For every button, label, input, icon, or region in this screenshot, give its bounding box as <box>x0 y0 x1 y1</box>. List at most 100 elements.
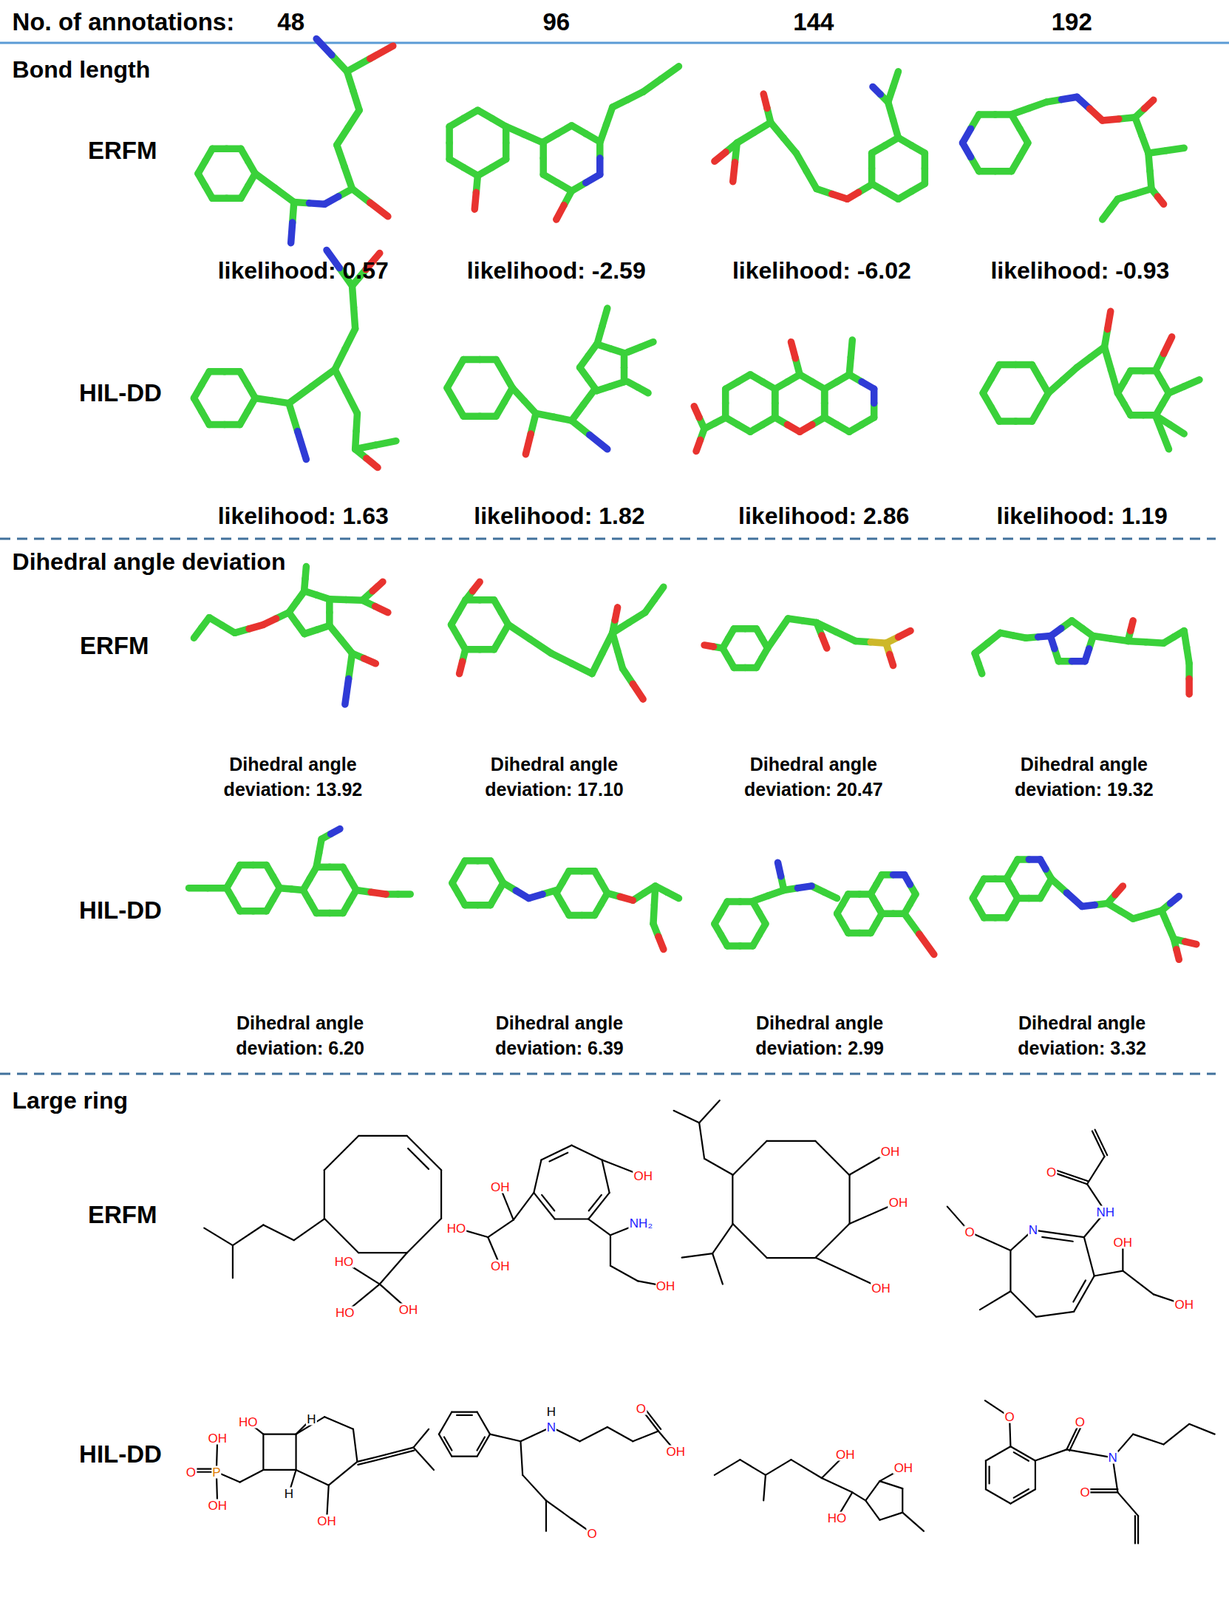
annotation-count: 192 <box>1051 8 1093 37</box>
atom-label: OH <box>206 1499 228 1513</box>
skeletal-bond <box>438 1434 452 1457</box>
stick-bond <box>474 192 476 210</box>
stick-bond <box>658 936 664 949</box>
likelihood-value: likelihood: 1.63 <box>218 501 389 530</box>
deviation-value: Dihedral angle deviation: 20.47 <box>717 753 910 804</box>
skeletal-bond <box>1087 1156 1105 1184</box>
skeletal-bond <box>357 1457 387 1465</box>
stick-bond <box>797 886 812 889</box>
stick-bond <box>637 387 649 394</box>
deviation-value: Dihedral angle deviation: 19.32 <box>988 753 1181 804</box>
stick-bond <box>733 162 736 182</box>
stick-bond <box>1166 147 1184 151</box>
stick-bond <box>777 862 781 877</box>
stick-bond <box>821 635 827 649</box>
skeletal-bond <box>767 1140 816 1142</box>
stick-bond <box>1176 949 1179 960</box>
section-divider <box>0 538 1216 541</box>
skeletal-bond <box>589 1195 602 1211</box>
skeletal-bond <box>296 1469 329 1486</box>
stick-bond <box>921 168 929 185</box>
stick-bond <box>291 222 293 244</box>
atom-label: H <box>305 1412 317 1425</box>
skeletal-bond <box>632 1430 659 1442</box>
deviation-value: Dihedral angle deviation: 17.10 <box>458 753 651 804</box>
skeletal-bond <box>865 1500 880 1520</box>
stick-bond <box>904 875 911 885</box>
skeletal-bond <box>865 1481 880 1501</box>
skeletal-bond <box>571 1145 602 1161</box>
atom-label: NH₂ <box>628 1216 654 1229</box>
skeletal-bond <box>487 1220 514 1238</box>
skeletal-bond <box>588 1192 609 1220</box>
skeletal-bond <box>263 1433 296 1436</box>
skeletal-bond <box>1163 1424 1190 1445</box>
skeletal-bond <box>232 1245 234 1278</box>
stick-bond <box>297 431 307 460</box>
stick-bond <box>263 618 276 625</box>
atom-label: O <box>586 1526 598 1540</box>
stick-bond <box>589 434 608 449</box>
skeletal-bond <box>456 1414 473 1416</box>
section-title: Large ring <box>12 1086 128 1114</box>
stick-bond <box>311 369 335 387</box>
skeletal-bond <box>1013 1452 1029 1462</box>
skeletal-bond <box>848 1175 850 1224</box>
atom-label: OH <box>870 1282 892 1295</box>
stick-bond <box>372 581 383 591</box>
skeletal-bond <box>263 1469 296 1471</box>
skeletal-bond <box>1042 1237 1074 1242</box>
stick-bond <box>348 653 353 680</box>
stick-bond <box>334 369 346 392</box>
stick-bond <box>824 892 837 898</box>
skeletal-bond <box>1010 1489 1035 1504</box>
skeletal-bond <box>714 1459 741 1476</box>
skeletal-bond <box>902 1512 924 1532</box>
atom-label: OH <box>316 1515 337 1528</box>
skeletal-bond <box>739 1459 766 1476</box>
stick-bond <box>347 58 371 71</box>
stick-bond <box>331 829 340 835</box>
stick-bond <box>632 683 643 700</box>
skeletal-bond <box>732 1141 767 1176</box>
skeletal-bond <box>901 1488 904 1513</box>
skeletal-bond <box>1132 1434 1164 1445</box>
stick-bond <box>370 892 386 895</box>
stick-bond <box>1071 657 1085 666</box>
skeletal-bond <box>763 1475 766 1501</box>
skeletal-bond <box>1035 1449 1068 1461</box>
atom-label: OH <box>489 1180 511 1194</box>
skeletal-bond <box>610 1265 638 1282</box>
skeletal-bond <box>294 1218 325 1241</box>
skeletal-bond <box>489 1434 521 1442</box>
skeletal-bond <box>1134 1515 1136 1544</box>
atom-label: O <box>635 1402 647 1416</box>
method-label: ERFM <box>87 1200 158 1229</box>
skeletal-bond <box>1073 1279 1086 1302</box>
method-label: HIL-DD <box>79 379 162 408</box>
skeletal-bond <box>988 1466 991 1484</box>
stick-bond <box>1107 311 1111 329</box>
likelihood-value: likelihood: 1.19 <box>996 501 1168 530</box>
skeletal-bond <box>323 1169 326 1219</box>
stick-bond <box>1163 336 1173 354</box>
skeletal-bond <box>240 1469 264 1483</box>
skeletal-bond <box>522 1475 547 1501</box>
skeletal-bond <box>262 1434 264 1470</box>
section-title: Bond length <box>12 55 151 83</box>
stick-bond <box>305 566 306 580</box>
stick-bond <box>640 342 654 348</box>
skeletal-bond <box>1009 1250 1011 1292</box>
skeletal-bond <box>232 1224 264 1246</box>
stick-bond <box>919 934 935 955</box>
stick-bond <box>846 192 859 199</box>
skeletal-bond <box>765 1459 792 1476</box>
stick-bond <box>1170 896 1180 904</box>
stick-molecules <box>189 38 1200 960</box>
section-divider <box>0 1073 1216 1076</box>
skeletal-bond <box>602 1160 610 1193</box>
skeletal-bond <box>328 1461 358 1486</box>
annotation-count: 48 <box>277 8 305 37</box>
skeletal-bond <box>358 1251 408 1254</box>
stick-bond <box>529 639 552 654</box>
